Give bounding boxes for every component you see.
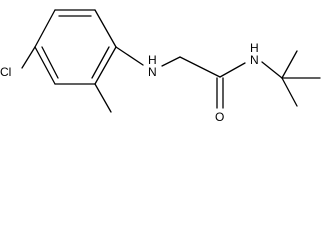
- ring-bond-bottom-left: [34, 46, 56, 85]
- tbutyl-methyl-up: [281, 50, 298, 79]
- bond-ring-to-chlorine: [21, 46, 36, 69]
- chlorine-atom-label: Cl: [0, 65, 11, 79]
- amide-n-label: N: [250, 53, 259, 67]
- bond-ch2-to-carbonyl: [179, 56, 221, 78]
- amide-h-label: H: [250, 41, 259, 55]
- tbutyl-methyl-down: [281, 77, 298, 107]
- amine-h-label: H: [148, 53, 157, 67]
- bond-ring-to-methyl: [94, 83, 112, 113]
- amine-n-label: N: [148, 65, 157, 79]
- ring-bond-bottom-right: [94, 46, 117, 85]
- bond-amine-to-ch2: [161, 56, 181, 67]
- benzene-ring: [34, 9, 117, 85]
- bond-carbonyl-to-amide-n: [219, 62, 246, 78]
- structure-canvas: Cl H N O N H: [0, 9, 321, 124]
- bond-amide-n-to-tbutyl: [261, 61, 283, 79]
- bond-ring-to-amine: [115, 46, 144, 66]
- ring-double-bond-right: [91, 46, 110, 79]
- ring-bond-top-left: [34, 9, 56, 48]
- carbonyl-oxygen-label: O: [215, 110, 224, 124]
- ring-bond-top-right: [94, 9, 117, 48]
- ring-double-bond-left: [41, 46, 59, 79]
- molecule-drawing: Cl H N O N H: [0, 9, 321, 124]
